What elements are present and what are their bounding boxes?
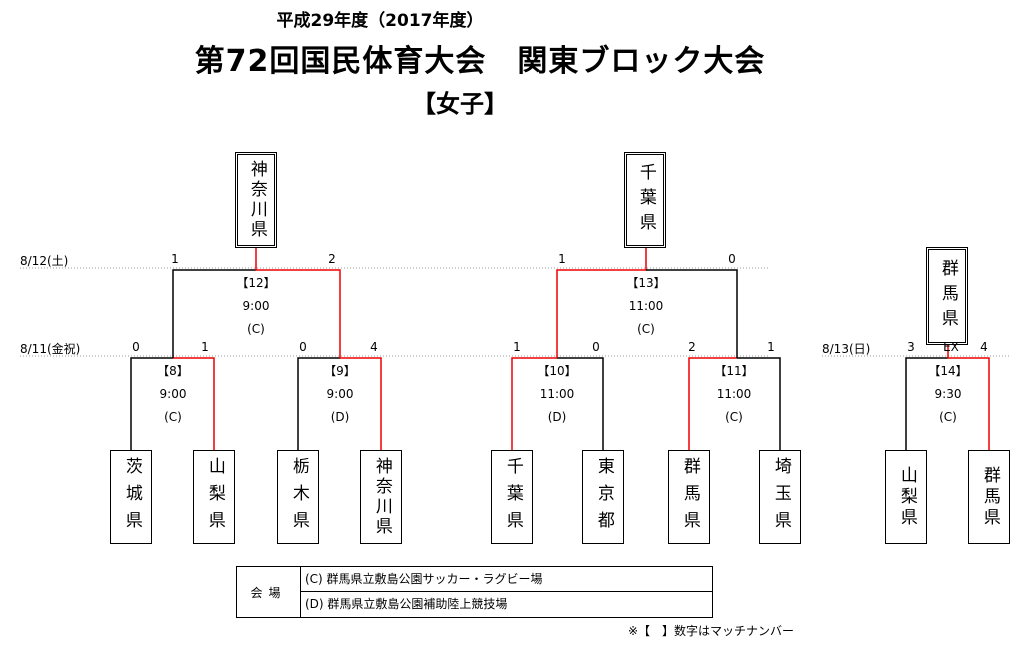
team-name-yamanashi-final: 山梨県 <box>896 465 917 529</box>
team-box-gunma-final: 群馬県 <box>968 450 1010 544</box>
score-m8-left: 0 <box>132 340 140 354</box>
score-m8-right: 1 <box>201 340 209 354</box>
date-final: 8/13(日) <box>822 342 871 356</box>
score-m13-left: 1 <box>558 252 566 266</box>
match-10-time: 11:00 <box>539 387 575 401</box>
team-box-ibaraki: 茨城県 <box>110 450 152 544</box>
date-round1: 8/11(金祝) <box>20 342 81 356</box>
match-11-time: 11:00 <box>716 387 752 401</box>
score-m13-right: 0 <box>728 252 736 266</box>
match-13-lines <box>556 246 738 358</box>
match-8-number: 【8】 <box>157 364 189 378</box>
team-box-tochigi: 栃木県 <box>277 450 319 544</box>
team-name-kanagawa: 神奈川県 <box>371 457 392 537</box>
team-box-chiba: 千葉県 <box>491 450 533 544</box>
match-11-venue: (C) <box>725 410 743 424</box>
score-m10-left: 1 <box>513 340 521 354</box>
subtitle: 平成29年度（2017年度） <box>276 11 484 31</box>
winner-box-middle: 千葉県 <box>624 152 666 248</box>
team-box-tokyo: 東京都 <box>582 450 624 544</box>
match-11-number: 【11】 <box>714 364 754 378</box>
match-10-info: 【10】 11:00 (D) <box>517 360 597 429</box>
team-box-kanagawa: 神奈川県 <box>360 450 402 544</box>
match-8-venue: (C) <box>164 410 182 424</box>
match-12-number: 【12】 <box>236 276 276 290</box>
score-m9-right: 4 <box>370 340 378 354</box>
team-name-tokyo: 東京都 <box>593 456 614 538</box>
team-box-yamanashi: 山梨県 <box>193 450 235 544</box>
team-name-chiba: 千葉県 <box>502 456 523 538</box>
match-number-note: ※【 】数字はマッチナンバー <box>628 624 795 638</box>
match-9-number: 【9】 <box>324 364 356 378</box>
match-10-venue: (D) <box>547 410 567 424</box>
team-name-ibaraki: 茨城県 <box>121 456 142 538</box>
match-8-lines <box>130 357 215 450</box>
score-m11-left: 2 <box>688 340 696 354</box>
match-9-info: 【9】 9:00 (D) <box>300 360 380 429</box>
page-title: 第72回国民体育大会 関東ブロック大会 <box>194 44 766 79</box>
match-11-lines <box>688 357 781 450</box>
winner-box-right: 群馬県 <box>926 247 968 345</box>
winner-left-name: 神奈川県 <box>246 160 267 240</box>
match-14-venue: (C) <box>939 410 957 424</box>
team-box-saitama: 埼玉県 <box>759 450 801 544</box>
team-box-gunma: 群馬県 <box>668 450 710 544</box>
match-12-lines <box>172 246 341 358</box>
match-14-info: 【14】 9:30 (C) <box>908 360 988 429</box>
match-8-time: 9:00 <box>159 387 187 401</box>
match-14-number: 【14】 <box>928 364 968 378</box>
match-11-info: 【11】 11:00 (C) <box>694 360 774 429</box>
match-14-lines <box>905 344 990 450</box>
match-13-venue: (C) <box>637 322 655 336</box>
venue-d: (D) 群馬県立敷島公園補助陸上競技場 <box>305 597 508 611</box>
match-9-venue: (D) <box>330 410 350 424</box>
date-round2: 8/12(土) <box>20 254 69 268</box>
match-10-lines <box>511 357 604 450</box>
match-12-time: 9:00 <box>242 299 270 313</box>
winner-middle-name: 千葉県 <box>635 162 656 238</box>
score-m14-right: 4 <box>980 340 988 354</box>
venue-label: 会場 <box>237 567 301 617</box>
winner-box-left: 神奈川県 <box>235 152 277 248</box>
team-name-gunma: 群馬県 <box>679 456 700 538</box>
score-m14-extra: EX <box>943 340 959 354</box>
match-14-time: 9:30 <box>934 387 962 401</box>
match-9-time: 9:00 <box>326 387 354 401</box>
team-box-yamanashi-final: 山梨県 <box>885 450 927 544</box>
score-m12-right: 2 <box>328 252 336 266</box>
team-name-yamanashi: 山梨県 <box>204 456 225 538</box>
score-m10-right: 0 <box>592 340 600 354</box>
score-m14-left: 3 <box>907 340 915 354</box>
match-8-info: 【8】 9:00 (C) <box>133 360 213 429</box>
match-13-time: 11:00 <box>628 299 664 313</box>
team-name-gunma-final: 群馬県 <box>979 465 1000 529</box>
winner-right-name: 群馬県 <box>937 258 958 334</box>
match-12-info: 【12】 9:00 (C) <box>216 272 296 341</box>
match-10-number: 【10】 <box>537 364 577 378</box>
score-m9-left: 0 <box>299 340 307 354</box>
match-13-info: 【13】 11:00 (C) <box>606 272 686 341</box>
score-m12-left: 1 <box>171 252 179 266</box>
gender-label: 【女子】 <box>412 90 508 118</box>
score-m11-right: 1 <box>767 340 775 354</box>
team-name-tochigi: 栃木県 <box>288 456 309 538</box>
team-name-saitama: 埼玉県 <box>770 456 791 538</box>
venue-c: (C) 群馬県立敷島公園サッカー・ラグビー場 <box>301 567 712 592</box>
match-9-lines <box>297 357 382 450</box>
match-13-number: 【13】 <box>626 276 666 290</box>
venue-legend: 会場 (C) 群馬県立敷島公園サッカー・ラグビー場 (D) 群馬県立敷島公園補助… <box>236 566 713 618</box>
match-12-venue: (C) <box>247 322 265 336</box>
